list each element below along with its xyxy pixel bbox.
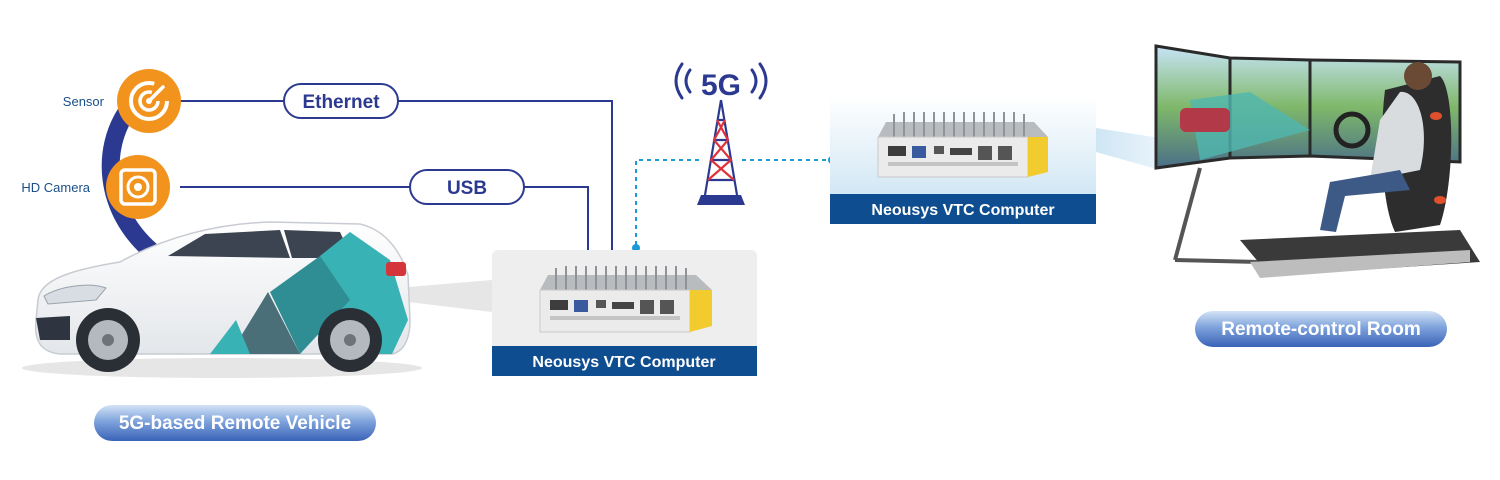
usb-label: USB bbox=[447, 178, 487, 199]
remote-caption: Remote-control Room bbox=[1195, 311, 1447, 347]
usb-line bbox=[180, 186, 589, 268]
camera-lens-icon bbox=[106, 155, 170, 219]
vtc-computer-device bbox=[539, 266, 712, 333]
simulator-illustration bbox=[1154, 44, 1480, 278]
remote-caption-text: Remote-control Room bbox=[1221, 319, 1421, 340]
ethernet-label: Ethernet bbox=[302, 92, 380, 113]
5g-tower-icon: 5G bbox=[674, 62, 768, 205]
radar-sensor-icon bbox=[117, 69, 181, 133]
car-illustration bbox=[22, 221, 422, 378]
hd-camera-label: HD Camera bbox=[21, 180, 90, 195]
remote-computer-label: Neousys VTC Computer bbox=[871, 202, 1054, 219]
wireless-links bbox=[635, 159, 832, 245]
5g-label: 5G bbox=[701, 69, 741, 102]
vehicle-caption-text: 5G-based Remote Vehicle bbox=[119, 413, 351, 434]
vehicle-caption: 5G-based Remote Vehicle bbox=[94, 405, 376, 441]
vehicle-computer-panel: Neousys VTC Computer bbox=[408, 250, 757, 376]
vehicle-5g-link bbox=[635, 159, 700, 245]
remote-vtc-computer-device bbox=[877, 112, 1048, 178]
ethernet-pill: Ethernet bbox=[283, 83, 399, 119]
vehicle-computer-label: Neousys VTC Computer bbox=[532, 354, 715, 371]
usb-pill: USB bbox=[409, 169, 525, 205]
sensor-label: Sensor bbox=[63, 94, 105, 109]
steering-wheel bbox=[1333, 111, 1371, 149]
remote-computer-panel: Neousys VTC Computer bbox=[830, 96, 1160, 224]
